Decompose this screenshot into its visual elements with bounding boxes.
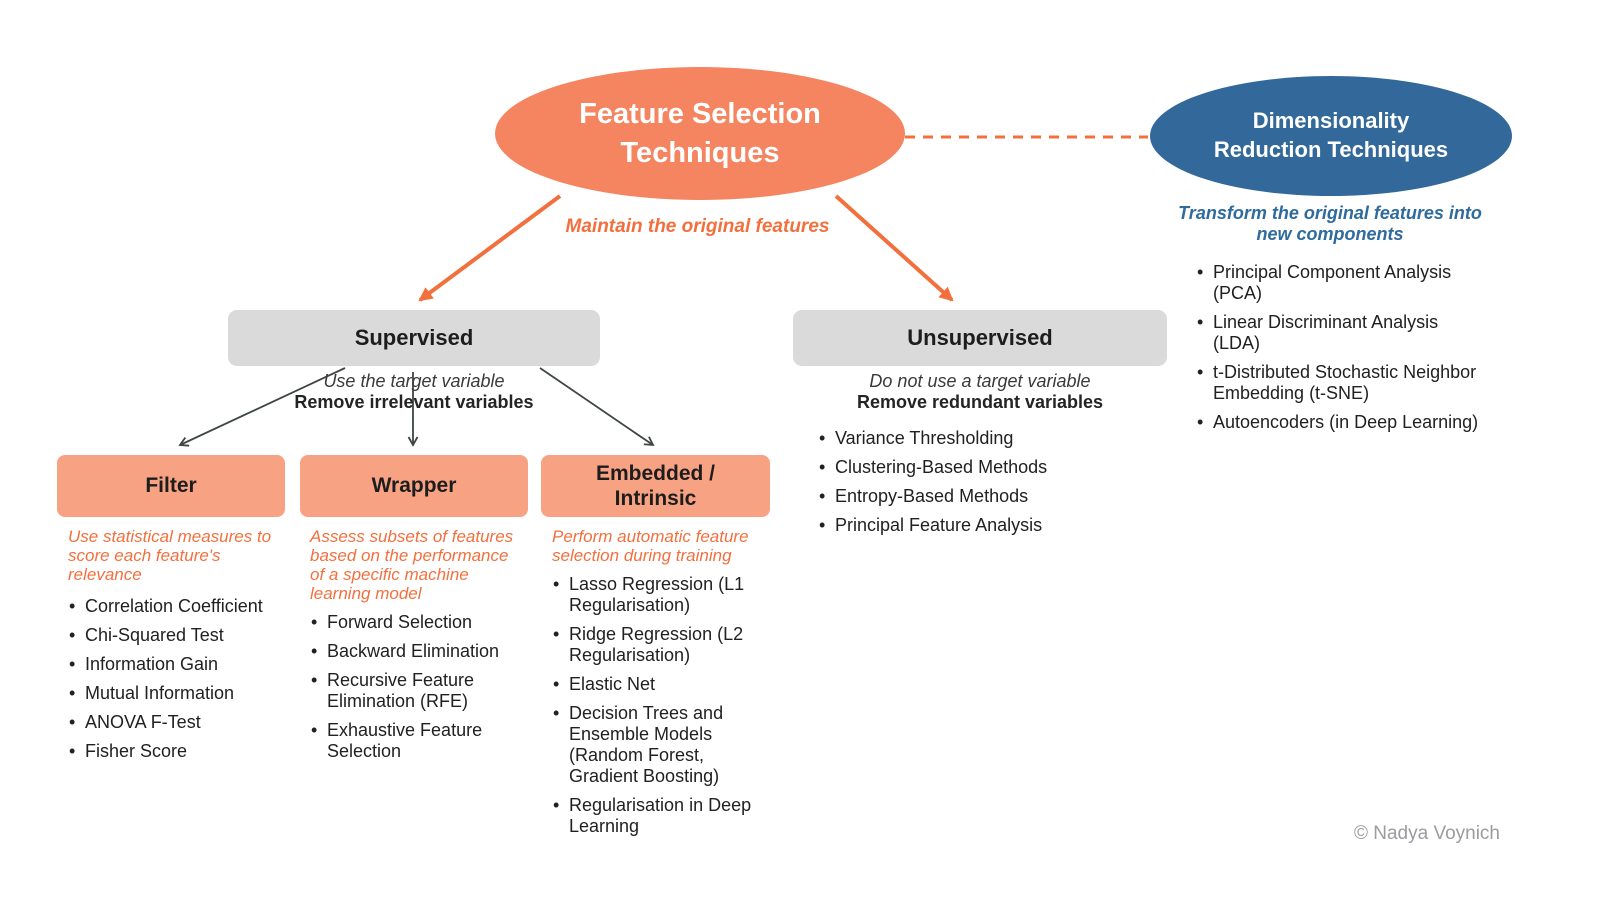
list-item: Information Gain	[68, 654, 283, 675]
unsupervised-note: Do not use a target variable Remove redu…	[803, 371, 1157, 413]
list-item: Lasso Regression (L1 Regularisation)	[552, 574, 767, 616]
supervised-node: Supervised	[228, 310, 600, 366]
filter-description: Use statistical measures to score each f…	[68, 527, 272, 584]
feature-selection-node: Feature Selection Techniques	[495, 67, 905, 200]
embedded-title: Embedded / Intrinsic	[595, 461, 716, 510]
unsupervised-title: Unsupervised	[907, 325, 1053, 350]
filter-method-list: Correlation CoefficientChi-Squared TestI…	[68, 596, 283, 770]
dimensionality-reduction-subtitle: Transform the original features into new…	[1178, 203, 1482, 244]
list-item: Decision Trees and Ensemble Models (Rand…	[552, 703, 767, 787]
wrapper-title: Wrapper	[371, 474, 457, 498]
list-item: Linear Discriminant Analysis (LDA)	[1196, 312, 1484, 354]
arrow-to-unsupervised	[834, 194, 954, 302]
embedded-method-list: Lasso Regression (L1 Regularisation) Ridg…	[552, 574, 767, 845]
list-item: Backward Elimination	[310, 641, 522, 662]
dimensionality-reduction-title: Dimensionality Reduction Techniques	[1213, 108, 1449, 162]
wrapper-method-list: Forward SelectionBackward EliminationRec…	[310, 612, 522, 770]
embedded-node: Embedded / Intrinsic	[541, 455, 770, 517]
list-item: Exhaustive Feature Selection	[310, 720, 522, 762]
list-item: Ridge Regression (L2 Regularisation)	[552, 624, 767, 666]
list-item: Entropy-Based Methods	[818, 486, 1158, 507]
embedded-description: Perform automatic feature selection duri…	[552, 527, 749, 565]
feature-selection-title: Feature Selection Techniques	[579, 97, 821, 169]
list-item: Regularisation in Deep Learning	[552, 795, 767, 837]
unsupervised-method-list: Variance ThresholdingClustering-Based Me…	[818, 428, 1158, 544]
list-item: t-Distributed Stochastic Neighbor Embedd…	[1196, 362, 1484, 404]
unsupervised-note-line1: Do not use a target variable	[869, 371, 1091, 391]
list-item: Mutual Information	[68, 683, 283, 704]
list-item: Variance Thresholding	[818, 428, 1158, 449]
list-item: Elastic Net	[552, 674, 767, 695]
supervised-note: Use the target variable Remove irrelevan…	[238, 371, 590, 413]
supervised-note-line2: Remove irrelevant variables	[294, 392, 534, 412]
list-item: Principal Feature Analysis	[818, 515, 1158, 536]
supervised-title: Supervised	[354, 325, 474, 350]
dimensionality-reduction-list: Principal Component Analysis (PCA) Linear…	[1196, 262, 1484, 441]
unsupervised-note-line2: Remove redundant variables	[856, 392, 1104, 412]
wrapper-description: Assess subsets of features based on the …	[310, 527, 514, 603]
list-item: Principal Component Analysis (PCA)	[1196, 262, 1484, 304]
credit-text: © Nadya Voynich	[1353, 823, 1500, 844]
list-item: Recursive Feature Elimination (RFE)	[310, 670, 522, 712]
filter-node: Filter	[57, 455, 285, 517]
list-item: Correlation Coefficient	[68, 596, 283, 617]
feature-selection-subtitle: Maintain the original features	[565, 216, 830, 237]
list-item: Forward Selection	[310, 612, 522, 633]
supervised-note-line1: Use the target variable	[323, 371, 505, 391]
wrapper-node: Wrapper	[300, 455, 528, 517]
list-item: Chi-Squared Test	[68, 625, 283, 646]
filter-title: Filter	[145, 474, 197, 498]
list-item: Fisher Score	[68, 741, 283, 762]
unsupervised-node: Unsupervised	[793, 310, 1167, 366]
dimensionality-reduction-node: Dimensionality Reduction Techniques	[1150, 76, 1512, 196]
list-item: ANOVA F-Test	[68, 712, 283, 733]
list-item: Autoencoders (in Deep Learning)	[1196, 412, 1484, 433]
list-item: Clustering-Based Methods	[818, 457, 1158, 478]
arrow-to-supervised	[418, 194, 562, 302]
